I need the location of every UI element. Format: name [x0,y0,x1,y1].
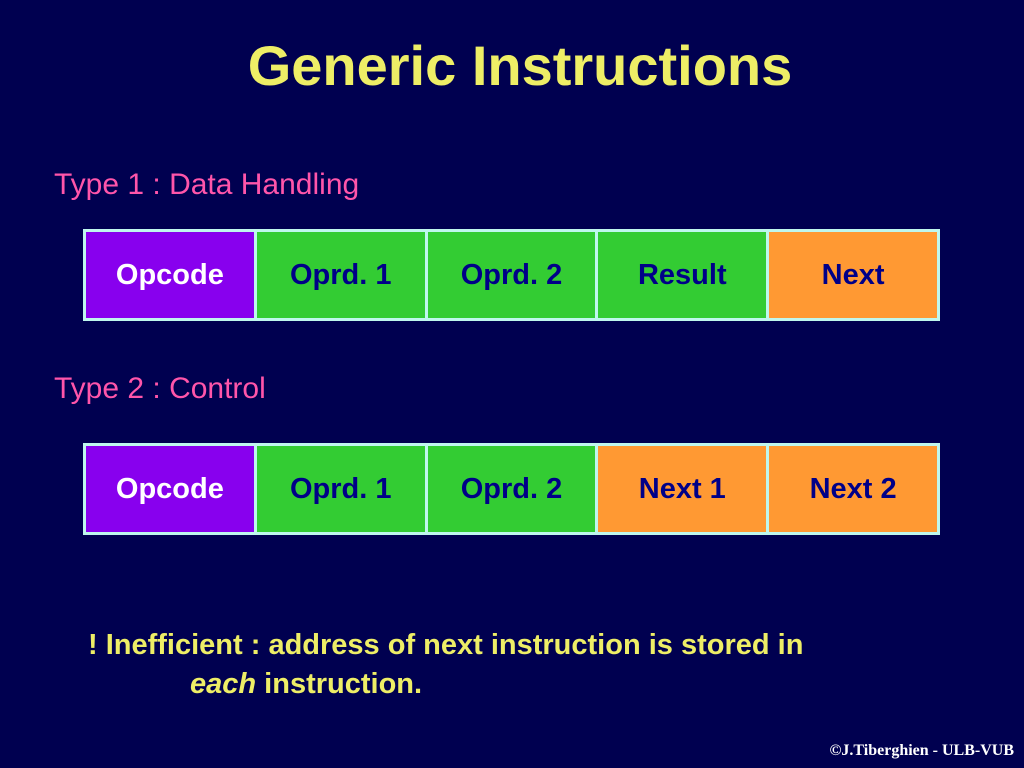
type1-operand1-field: Oprd. 1 [256,232,425,318]
type2-label: Type 2 : Control [54,372,266,405]
note-line2: each instruction. [88,668,422,700]
type2-opcode-field: Opcode [86,446,254,532]
note-line2-rest: instruction. [256,668,423,700]
slide-title: Generic Instructions [247,34,793,97]
type2-operand1-field: Oprd. 1 [256,446,425,532]
type1-next-field: Next [769,232,937,318]
type1-result-field: Result [598,232,767,318]
type2-next2-field: Next 2 [769,446,937,532]
type2-operand2-field: Oprd. 2 [427,446,596,532]
type1-opcode-field: Opcode [86,232,254,318]
type1-label: Type 1 : Data Handling [54,168,360,201]
inefficiency-note: ! Inefficient : address of next instruct… [88,626,803,704]
type1-instruction-format: Opcode Oprd. 1 Oprd. 2 Result Next [83,229,940,321]
note-emphasis: each [190,668,257,700]
type1-operand2-field: Oprd. 2 [427,232,596,318]
type2-instruction-format: Opcode Oprd. 1 Oprd. 2 Next 1 Next 2 [83,443,940,535]
type2-next1-field: Next 1 [598,446,767,532]
note-line1: ! Inefficient : address of next instruct… [88,629,804,661]
copyright-credit: ©J.Tiberghien - ULB-VUB [829,742,1014,759]
